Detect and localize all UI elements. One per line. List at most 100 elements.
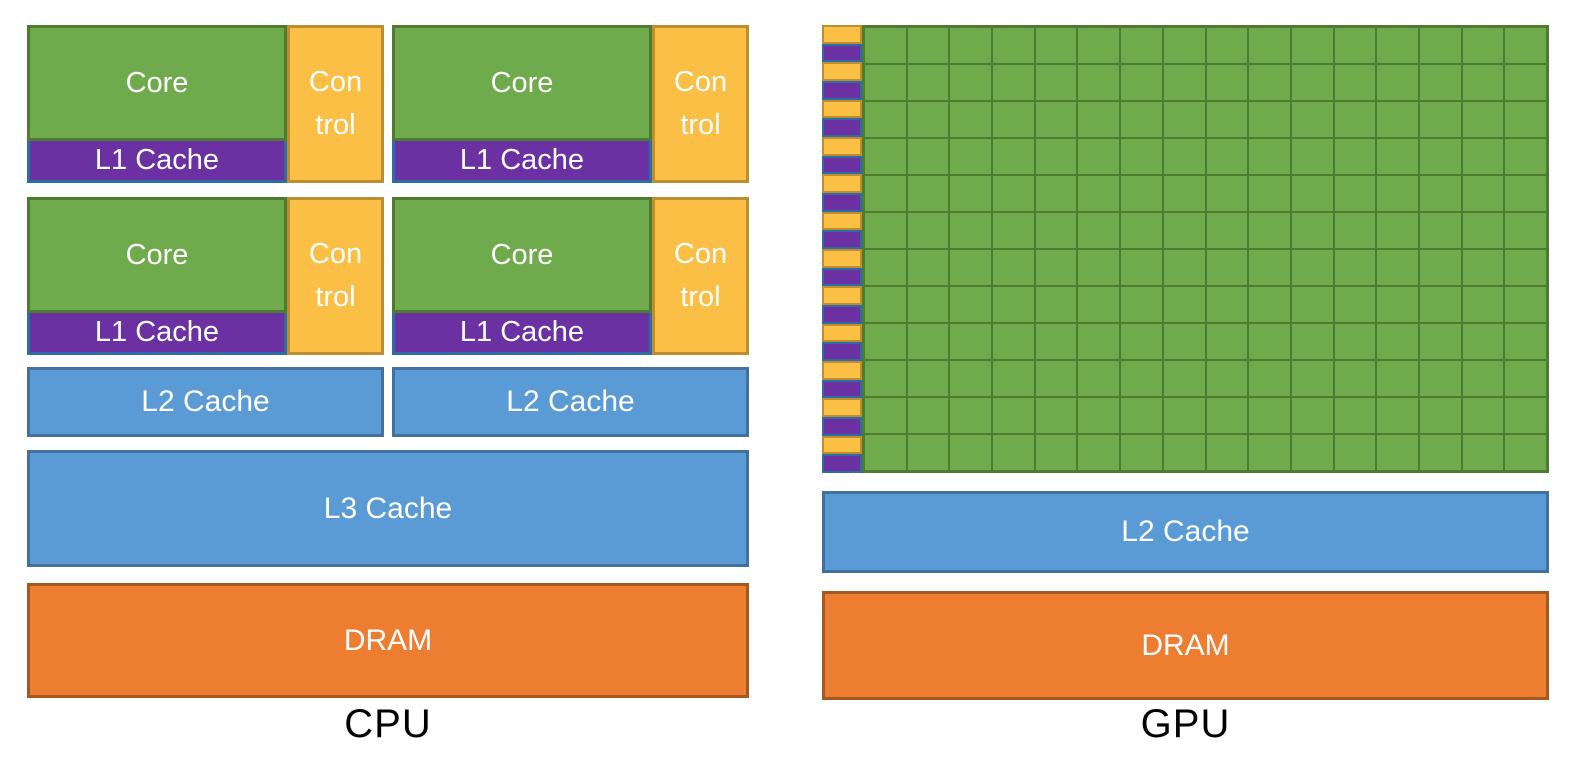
gpu-core-cell xyxy=(1377,213,1418,248)
gpu-core-cell xyxy=(1163,139,1205,174)
gpu-core-cell xyxy=(1163,176,1205,211)
gpu-core-cell xyxy=(865,250,906,285)
gpu-core-cell xyxy=(1121,65,1162,100)
gpu-core-cell xyxy=(1206,398,1248,433)
gpu-core-cell xyxy=(1078,28,1120,63)
gpu-core-cell xyxy=(1078,250,1120,285)
gpu-caption: GPU xyxy=(1140,702,1231,746)
gpu-control-strip xyxy=(822,398,862,418)
cpu-caption: CPU xyxy=(344,702,432,746)
gpu-l1-cache-strip xyxy=(822,379,862,399)
gpu-strip-column xyxy=(822,25,862,474)
cpu-l1-cache-block: L1 Cache xyxy=(27,313,287,355)
gpu-core-cell xyxy=(1334,435,1376,470)
l1-cache-label: L1 Cache xyxy=(94,144,220,176)
cpu-core-stack: Core L1 Cache xyxy=(392,197,652,355)
gpu-core-cell xyxy=(1419,361,1461,396)
gpu-core-cell xyxy=(1121,287,1162,322)
gpu-core-cell xyxy=(1291,361,1333,396)
gpu-core-cell xyxy=(907,102,949,137)
gpu-core-cell xyxy=(1462,287,1504,322)
gpu-core-cell xyxy=(1078,398,1120,433)
gpu-core-cell xyxy=(1505,250,1546,285)
gpu-core-cell xyxy=(1419,250,1461,285)
gpu-core-cell xyxy=(865,65,906,100)
gpu-core-cell xyxy=(1334,213,1376,248)
gpu-core-cell xyxy=(1078,435,1120,470)
gpu-core-cell xyxy=(1121,435,1162,470)
core-label: Core xyxy=(490,66,554,99)
gpu-core-cell xyxy=(1334,324,1376,359)
cpu-core-block: Core xyxy=(27,25,287,141)
gpu-core-cell xyxy=(1505,287,1546,322)
gpu-control-strip xyxy=(822,211,862,231)
gpu-control-strip xyxy=(822,99,862,119)
gpu-core-cell xyxy=(1163,398,1205,433)
cpu-core-stack: Core L1 Cache xyxy=(392,25,652,183)
l1-cache-label: L1 Cache xyxy=(94,316,220,348)
gpu-core-cell xyxy=(1249,213,1290,248)
gpu-core-cell xyxy=(907,398,949,433)
gpu-core-cell xyxy=(1462,139,1504,174)
core-label: Core xyxy=(125,238,189,271)
gpu-core-cell xyxy=(1462,398,1504,433)
gpu-core-cell xyxy=(907,213,949,248)
gpu-core-cell xyxy=(993,398,1034,433)
gpu-core-cell xyxy=(1249,176,1290,211)
gpu-core-cell xyxy=(1462,176,1504,211)
gpu-core-cell xyxy=(950,28,992,63)
gpu-core-cell xyxy=(993,361,1034,396)
gpu-core-cell xyxy=(907,28,949,63)
gpu-core-cell xyxy=(1419,28,1461,63)
cpu-core-stack: Core L1 Cache xyxy=(27,197,287,355)
gpu-core-cell xyxy=(1249,65,1290,100)
gpu-core-cell xyxy=(1377,102,1418,137)
gpu-core-cell xyxy=(1206,176,1248,211)
gpu-core-cell xyxy=(1291,287,1333,322)
gpu-core-cell xyxy=(993,250,1034,285)
cpu-core-group-1: Core L1 Cache Con trol xyxy=(27,25,384,183)
gpu-core-cell xyxy=(1078,65,1120,100)
gpu-core-cell xyxy=(1377,176,1418,211)
gpu-l1-cache-strip xyxy=(822,230,862,250)
gpu-grid xyxy=(822,25,1549,474)
gpu-control-strip xyxy=(822,25,862,44)
gpu-core-cell xyxy=(1206,250,1248,285)
cpu-core-group-4: Core L1 Cache Con trol xyxy=(392,197,749,355)
gpu-core-cell xyxy=(1377,435,1418,470)
gpu-l1-cache-strip xyxy=(822,305,862,324)
gpu-core-cell xyxy=(1035,361,1077,396)
gpu-core-cell xyxy=(1505,435,1546,470)
gpu-core-cell xyxy=(950,139,992,174)
gpu-cell-grid xyxy=(862,25,1549,473)
l2-cache-label: L2 Cache xyxy=(506,385,635,418)
gpu-core-cell xyxy=(1419,398,1461,433)
gpu-core-cell xyxy=(1163,65,1205,100)
gpu-core-cell xyxy=(1163,324,1205,359)
gpu-core-cell xyxy=(1291,65,1333,100)
gpu-core-cell xyxy=(1121,250,1162,285)
gpu-core-cell xyxy=(1035,398,1077,433)
gpu-core-cell xyxy=(1419,435,1461,470)
gpu-l1-cache-strip xyxy=(822,81,862,100)
gpu-core-cell xyxy=(1163,435,1205,470)
gpu-core-cell xyxy=(1163,361,1205,396)
gpu-core-cell xyxy=(1078,139,1120,174)
gpu-core-cell xyxy=(1121,361,1162,396)
gpu-core-cell xyxy=(1121,28,1162,63)
gpu-core-cell xyxy=(1377,65,1418,100)
gpu-core-cell xyxy=(1078,287,1120,322)
gpu-core-cell xyxy=(1121,176,1162,211)
gpu-core-cell xyxy=(1462,28,1504,63)
cpu-l2-cache-block-right: L2 Cache xyxy=(392,367,749,437)
gpu-core-cell xyxy=(950,287,992,322)
control-label: Con trol xyxy=(673,65,728,142)
cpu-core-stack: Core L1 Cache xyxy=(27,25,287,183)
gpu-core-cell xyxy=(907,435,949,470)
gpu-core-cell xyxy=(1419,213,1461,248)
gpu-core-cell xyxy=(1334,250,1376,285)
gpu-core-cell xyxy=(1419,65,1461,100)
gpu-core-cell xyxy=(950,398,992,433)
gpu-core-cell xyxy=(1505,176,1546,211)
